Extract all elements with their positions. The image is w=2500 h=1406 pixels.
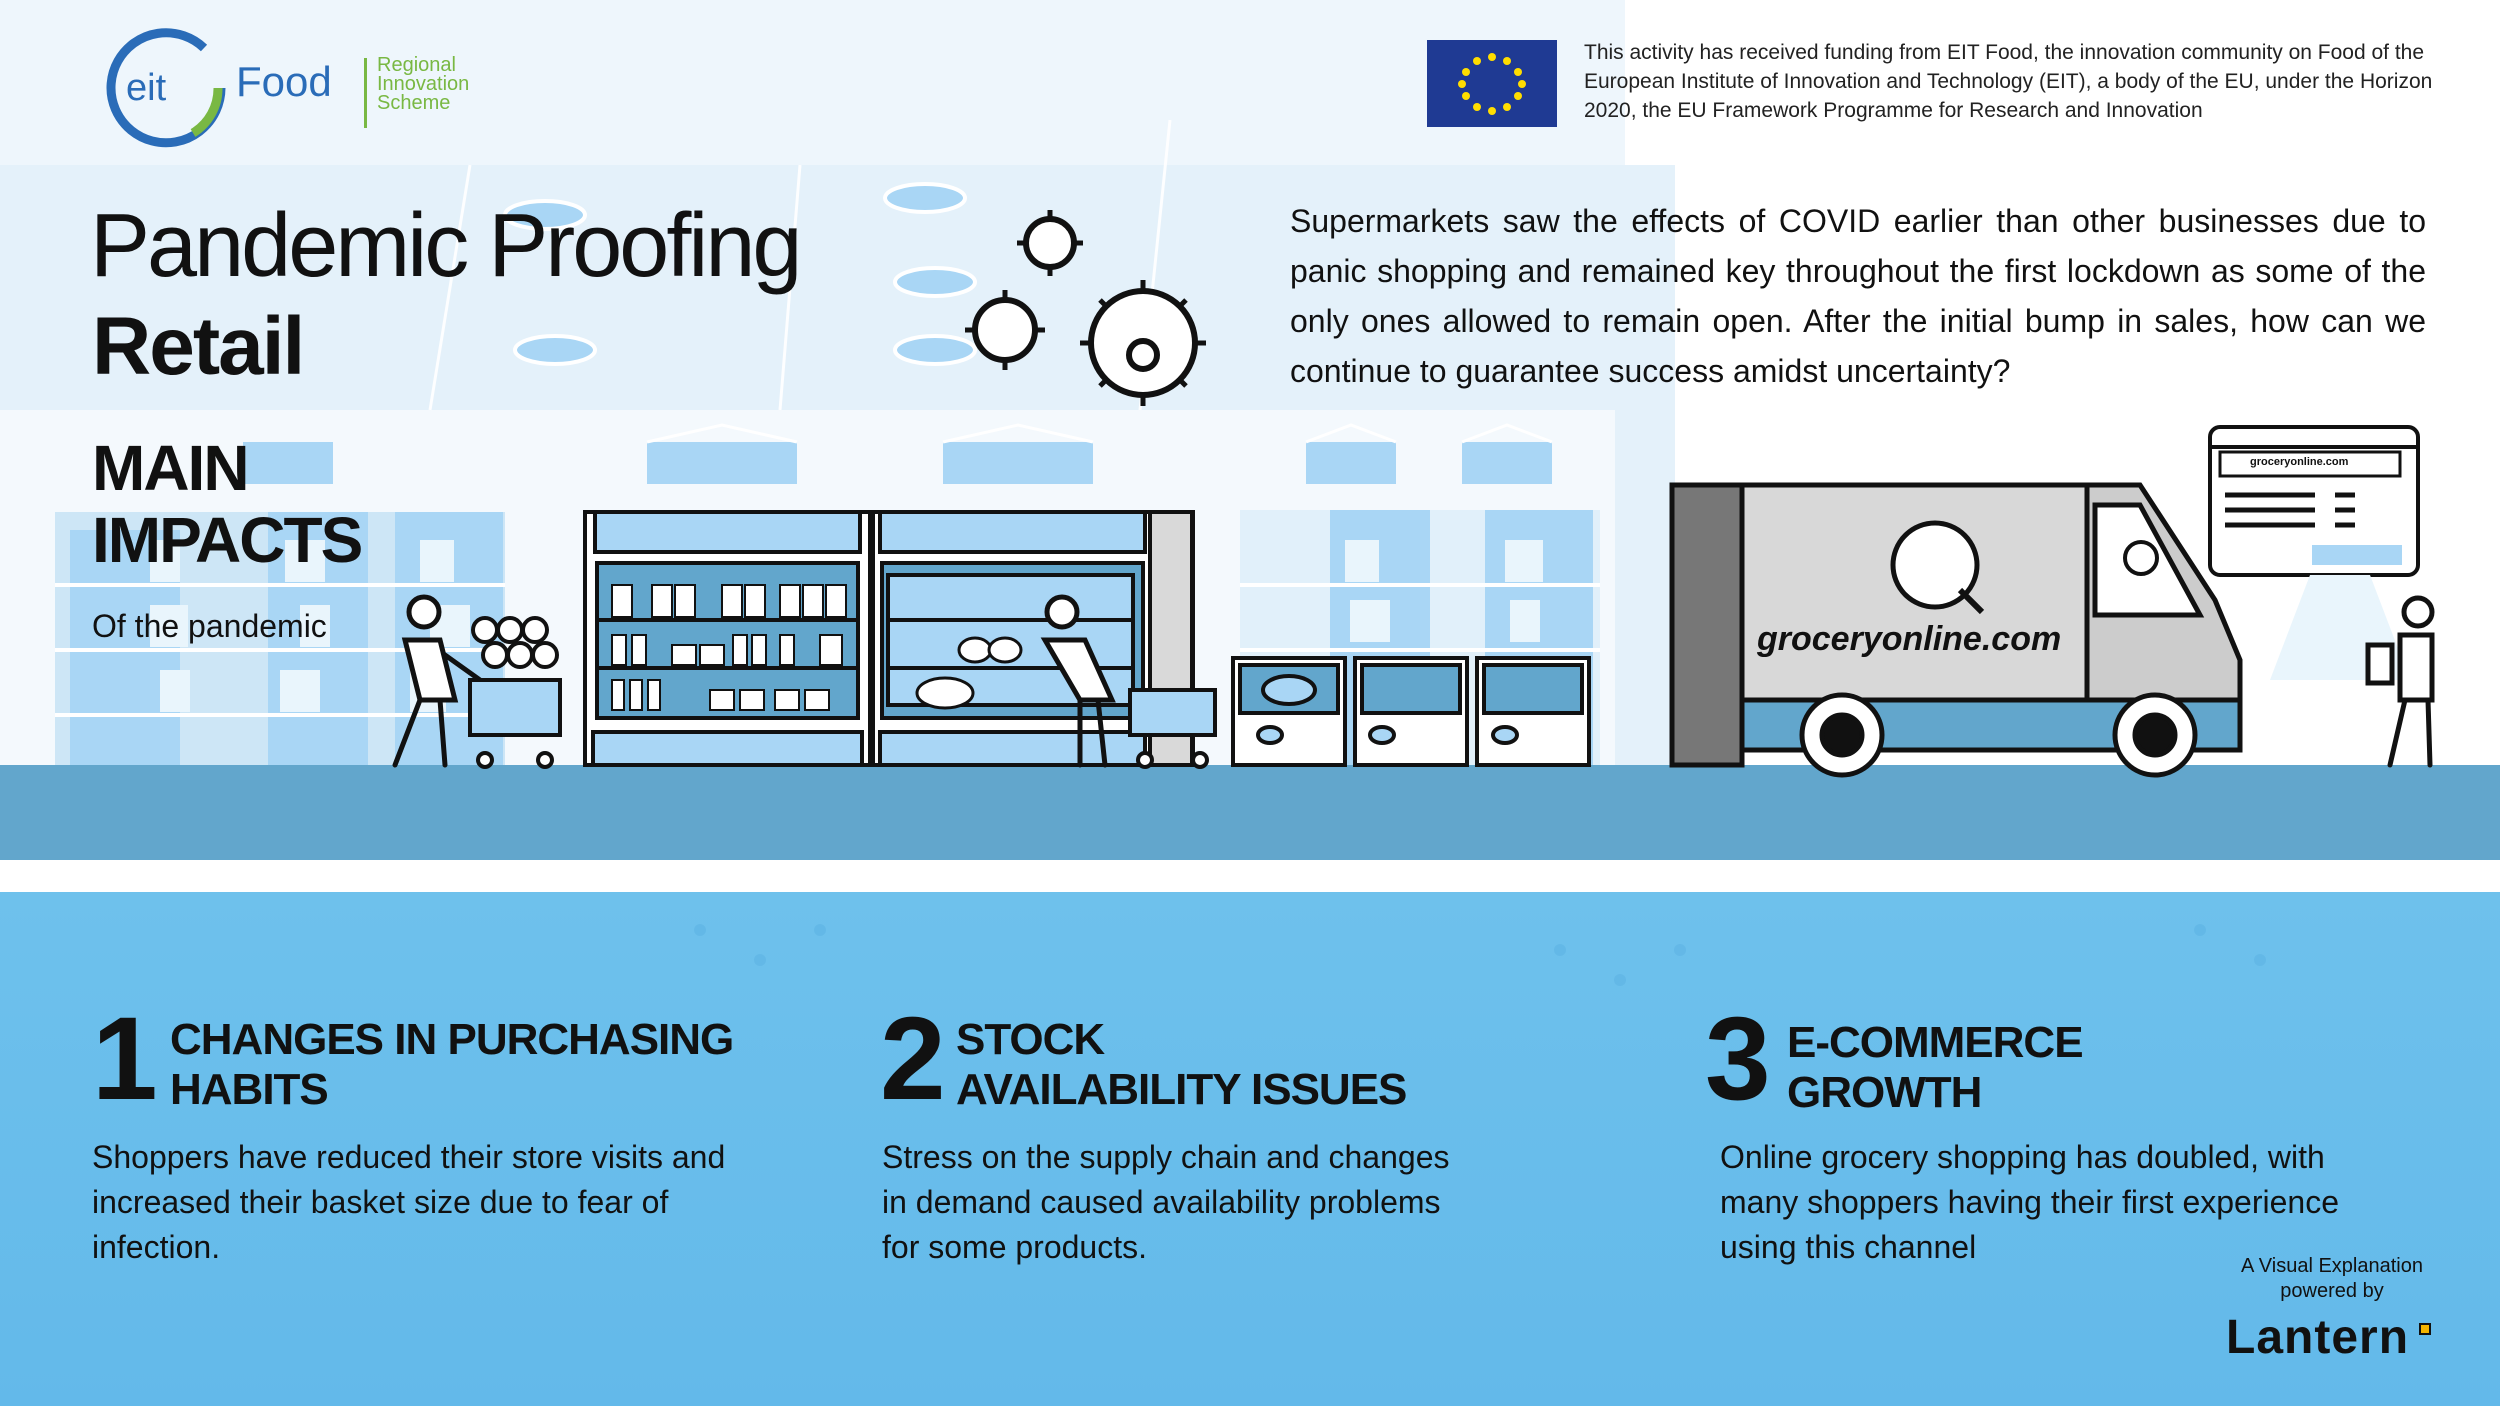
point-3-number: 3	[1705, 993, 1771, 1125]
van-label: groceryonline.com	[1757, 620, 2062, 658]
virus-icons	[965, 210, 1206, 406]
page-title-line2: Retail	[92, 301, 305, 392]
lantern-logo: Lantern	[2226, 1311, 2410, 1364]
section-heading-line1: MAIN	[92, 432, 250, 504]
lantern-logo-dot-icon	[2419, 1323, 2431, 1335]
point-2-heading: STOCK AVAILABILITY ISSUES	[956, 1015, 1407, 1115]
point-3-heading-line2: GROWTH	[1787, 1068, 1982, 1117]
credit-line1: A Visual Explanation	[2241, 1255, 2423, 1277]
fridge-left-products	[611, 584, 847, 711]
credit-text: A Visual Explanation powered by	[2222, 1254, 2442, 1304]
divider	[0, 860, 2500, 892]
funding-statement: This activity has received funding from …	[1584, 41, 2433, 122]
eu-stars-icon	[1458, 53, 1526, 115]
point-1-heading: CHANGES IN PURCHASING HABITS	[170, 1015, 734, 1115]
point-1-body: Shoppers have reduced their store visits…	[92, 1139, 726, 1265]
point-2-number: 2	[880, 993, 946, 1125]
point-2-heading-line2: AVAILABILITY ISSUES	[956, 1065, 1407, 1114]
section-subheading: Of the pandemic	[92, 608, 327, 644]
sign-hangers	[646, 423, 1553, 444]
section-heading-line2: IMPACTS	[92, 504, 363, 576]
point-1-heading-line1: CHANGES IN PURCHASING	[170, 1015, 734, 1064]
store-floor	[0, 765, 2500, 860]
page-title-line1: Pandemic Proofing	[90, 196, 802, 296]
shopper-left	[392, 594, 483, 768]
delivery-van	[1669, 482, 2243, 778]
eit-logo-icon: eit	[106, 28, 226, 148]
logo-food-text: Food	[236, 58, 332, 105]
credit-line2: powered by	[2280, 1280, 2384, 1302]
shopping-cart-middle	[1128, 688, 1217, 769]
shopper-right	[2365, 595, 2435, 768]
impacts-panel	[0, 892, 2500, 1406]
logo-divider	[364, 58, 367, 128]
header-left-background	[0, 0, 1625, 170]
point-1-heading-line2: HABITS	[170, 1065, 329, 1114]
fridge-right-items	[915, 636, 1023, 710]
shopping-cart-left	[468, 616, 562, 769]
browser-url: groceryonline.com	[2250, 456, 2349, 468]
point-3-body: Online grocery shopping has doubled, wit…	[1720, 1139, 2339, 1265]
logo-scheme-text: Regional Innovation Scheme	[377, 54, 470, 114]
intro-paragraph: Supermarkets saw the effects of COVID ea…	[1290, 203, 2426, 389]
point-3-heading-line1: E-COMMERCE	[1787, 1018, 2084, 1067]
eit-food-logo: eit Food Regional Innovation Scheme	[96, 18, 526, 158]
point-3-heading: E-COMMERCE GROWTH	[1787, 1018, 2084, 1118]
point-1-number: 1	[92, 993, 158, 1125]
eit-logo-text: eit	[126, 67, 167, 109]
eu-flag	[1427, 40, 1557, 127]
shopper-middle	[1040, 594, 1116, 768]
ceiling-lamps	[503, 182, 977, 366]
point-2-body: Stress on the supply chain and changes i…	[882, 1139, 1450, 1265]
section-heading: MAIN IMPACTS	[92, 432, 363, 576]
point-2-heading-line1: STOCK	[956, 1015, 1105, 1064]
freezers	[1231, 656, 1591, 767]
dot-pattern	[694, 924, 2266, 986]
store-signs	[243, 442, 1552, 484]
